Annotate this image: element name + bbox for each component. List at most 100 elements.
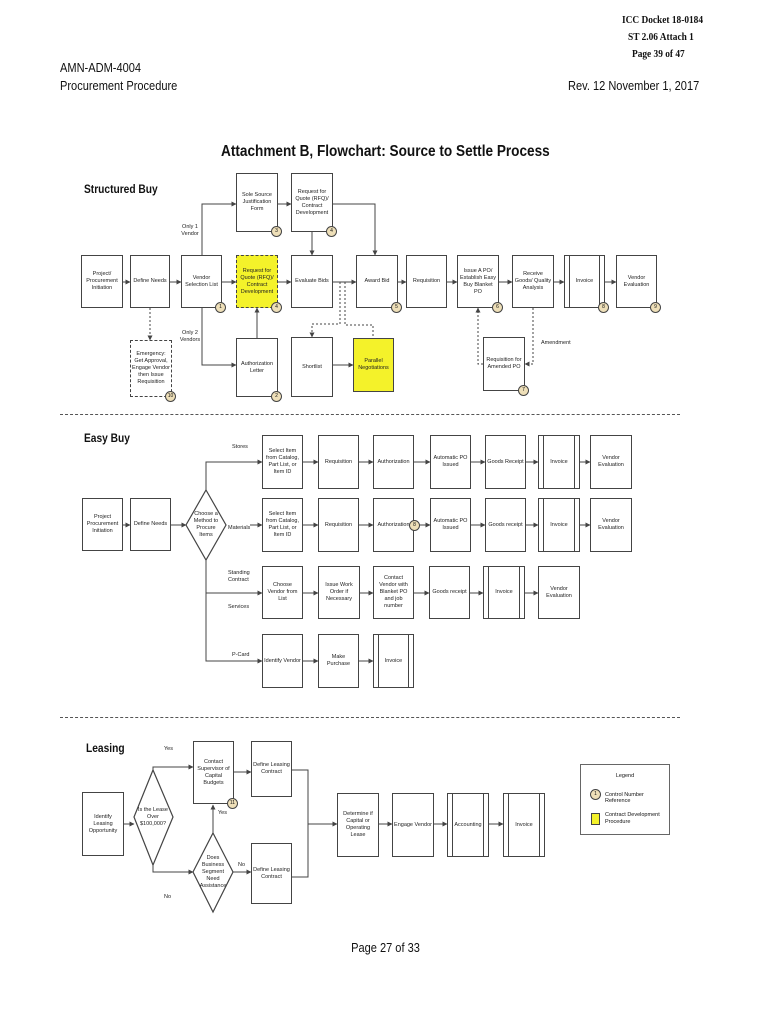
node-label: Authorization [377, 458, 410, 465]
process-box-ls-invoice: Invoice [503, 793, 545, 857]
process-box-sb-amend: Requisition for Amended PO [483, 337, 525, 391]
node-label: Make Purchase [326, 654, 351, 667]
node-label: Invoice [550, 458, 568, 465]
control-number-badge: 11 [227, 798, 238, 809]
node-label: Vendor Selection List [185, 274, 218, 288]
node-label: Authorization Letter [240, 360, 274, 374]
label-standing-contract: Standing Contract [228, 570, 250, 583]
process-box-eb-r3-contact: Contact Vendor with Blanket PO and job n… [373, 566, 414, 619]
process-box-sb-rfq-top: Request for Quote (RFQ)/ Contract Develo… [291, 173, 333, 232]
node-label: Authorization [377, 521, 410, 528]
node-label: Shortlist [302, 363, 322, 370]
section-structured-buy: Structured Buy [84, 182, 158, 196]
doc-id: AMN-ADM-4004 [60, 60, 142, 75]
legend-contract-dev: Contract Development Procedure [605, 812, 660, 825]
node-label: Goods receipt [432, 589, 467, 595]
node-label: Vendor Evaluation [598, 518, 624, 531]
process-box-eb-define: Define Needs [130, 498, 171, 551]
process-box-eb-r1-goods: Goods Receipt [485, 435, 526, 489]
node-label: Emergency: Get Approval, Engage Vendor t… [132, 351, 170, 385]
section-divider [60, 414, 680, 415]
node-label: Invoice [575, 278, 594, 284]
process-box-ls-determine: Determine if Capital or Operating Lease [337, 793, 379, 857]
process-box-eb-r1-select: Select Item from Catalog, Part List, or … [262, 435, 303, 489]
control-number-badge: 6 [492, 302, 503, 313]
process-box-sb-auth: Authorization Letter [236, 338, 278, 397]
label-only-2-vendors: Only 2 Vendors [179, 330, 201, 343]
process-box-sb-veval: Vendor Evaluation [616, 255, 657, 308]
node-label: Request for Quote (RFQ)/ Contract Develo… [240, 267, 274, 295]
section-leasing: Leasing [86, 741, 125, 755]
process-box-ls-ident: Identify Leasing Opportunity [82, 792, 124, 856]
process-box-sb-eval: Evaluate Bids [291, 255, 333, 308]
node-label: Requisition for Amended PO [486, 357, 522, 370]
control-number-badge: 4 [271, 302, 282, 313]
process-box-ls-account: Accounting [447, 793, 489, 857]
process-box-sb-award: Award Bid [356, 255, 398, 308]
process-box-eb-init: Project Procurement Initiation [82, 498, 123, 551]
control-number-badge: 3 [271, 226, 282, 237]
node-label: Sole Source Justification Form [242, 192, 272, 212]
node-label: Issue A PO/ Establish Easy Buy Blanket P… [459, 267, 497, 295]
process-box-ls-define-bot: Define Leasing Contract [251, 843, 292, 904]
node-label: Award Bid [364, 278, 390, 284]
node-label: Requisition [324, 458, 353, 465]
node-label: Define Leasing Contract [253, 866, 290, 880]
node-label: Automatic PO Issued [433, 518, 468, 531]
node-label: Parallel Negotiations [358, 358, 389, 371]
process-box-eb-r2-veval: Vendor Evaluation [590, 498, 632, 552]
process-box-sb-rfq: Request for Quote (RFQ)/ Contract Develo… [236, 255, 278, 308]
node-label: Identify Vendor [264, 657, 301, 664]
process-box-sb-po: Issue A PO/ Establish Easy Buy Blanket P… [457, 255, 499, 308]
node-label: Engage Vendor [394, 821, 432, 828]
control-number-badge: 10 [165, 391, 176, 402]
process-box-eb-r4-inv: Invoice [373, 634, 414, 688]
label-services: Services [228, 604, 250, 610]
control-number-badge: 1 [215, 302, 226, 313]
node-label: Project Procurement Initiation [86, 514, 119, 534]
decision-ls-q1: Is the Lease Over $100,000? [136, 800, 170, 834]
process-box-sb-req: Requisition [406, 255, 447, 308]
revision: Rev. 12 November 1, 2017 [568, 78, 700, 93]
node-label: Goods receipt [488, 521, 523, 528]
node-label: Define Needs [133, 278, 167, 284]
node-label: Choose a Method to Procure Items [193, 511, 219, 538]
process-box-sb-short: Shortlist [291, 337, 333, 397]
process-box-eb-r4-ident: Identify Vendor [262, 634, 303, 688]
page-of: Page 39 of 47 [632, 48, 685, 60]
attachment-id: ST 2.06 Attach 1 [628, 31, 694, 43]
process-box-eb-r3-veval: Vendor Evaluation [538, 566, 580, 619]
label-stores: Stores [232, 444, 248, 450]
process-box-eb-r1-auth: Authorization [373, 435, 414, 489]
process-box-sb-init: Project/ Procurement Initiation [81, 255, 123, 308]
decision-eb-choose: Choose a Method to Procure Items [188, 505, 224, 545]
process-box-eb-r2-auth: Authorization [373, 498, 414, 552]
control-number-badge: 9 [650, 302, 661, 313]
node-label: Goods Receipt [487, 458, 524, 465]
label-yes: Yes [218, 810, 227, 816]
process-box-sb-sole: Sole Source Justification Form [236, 173, 278, 232]
control-number-badge: 5 [391, 302, 402, 313]
process-box-eb-r2-select: Select Item from Catalog, Part List, or … [262, 498, 303, 552]
section-divider [60, 717, 680, 718]
process-box-sb-receive: Receive Goods/ Quality Analysis [512, 255, 554, 308]
node-label: Determine if Capital or Operating Lease [343, 811, 373, 838]
decision-ls-q2: Does Business Segment Need Assistance [195, 855, 231, 889]
node-label: Invoice [515, 821, 533, 828]
control-number-badge: 4 [326, 226, 337, 237]
decision-diamonds [133, 488, 234, 914]
node-label: Contact Vendor with Blanket PO and job n… [379, 575, 408, 609]
label-only-1-vendor: Only 1 Vendor [181, 224, 199, 237]
node-label: Contact Supervisor of Capital Budgets [197, 758, 230, 786]
process-box-eb-r1-req: Requisition [318, 435, 359, 489]
process-box-sb-invoice: Invoice [564, 255, 605, 308]
process-box-ls-contact: Contact Supervisor of Capital Budgets [193, 741, 234, 804]
node-label: Define Needs [133, 521, 168, 527]
process-box-eb-r3-goods: Goods receipt [429, 566, 470, 619]
process-box-eb-r3-work: Issue Work Order if Necessary [318, 566, 360, 619]
node-label: Vendor Evaluation [598, 455, 624, 468]
process-box-eb-r3-inv: Invoice [483, 566, 525, 619]
process-box-sb-emerg: Emergency: Get Approval, Engage Vendor t… [130, 340, 172, 397]
process-box-eb-r2-inv: Invoice [538, 498, 580, 552]
